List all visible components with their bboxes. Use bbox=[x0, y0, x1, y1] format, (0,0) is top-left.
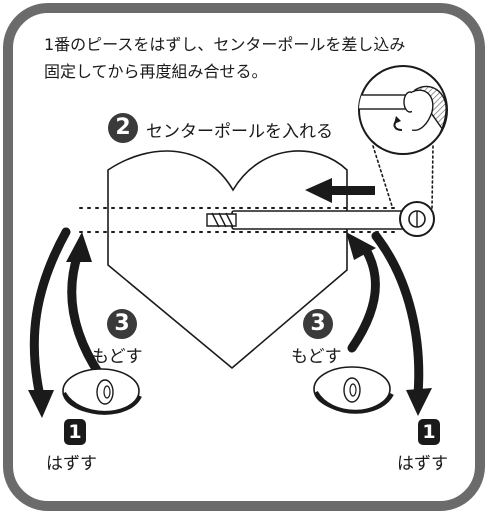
arrow-left-icon bbox=[305, 178, 375, 203]
step-1-right-badge: 1 bbox=[418, 419, 440, 445]
step-3-right-label: もどす bbox=[291, 347, 342, 367]
instruction-line-1: 1番のピースをはずし、センターポールを差し込み bbox=[44, 35, 406, 54]
oval-piece-right bbox=[313, 366, 394, 414]
step-1-left-badge: 1 bbox=[64, 419, 86, 445]
step-3-left-label: もどす bbox=[92, 347, 143, 367]
heart-piece bbox=[107, 150, 348, 370]
step-1-left-label: はずす bbox=[46, 454, 97, 474]
step-3-right-badge: 3 bbox=[303, 309, 333, 339]
center-pole-icon bbox=[206, 210, 405, 230]
knob-icon bbox=[399, 201, 435, 237]
step-1-right-label: はずす bbox=[397, 454, 448, 474]
curved-arrow-icon bbox=[346, 231, 432, 416]
step-3-left-badge: 3 bbox=[107, 309, 137, 339]
frame-border bbox=[3, 3, 485, 511]
step-2-label: センターポールを入れる bbox=[146, 122, 333, 142]
oval-piece-left bbox=[62, 368, 142, 415]
instruction-line-2: 固定してから再度組み合せる。 bbox=[44, 62, 268, 81]
step-2-badge: 2 bbox=[108, 113, 138, 143]
curved-arrow-icon bbox=[28, 227, 105, 418]
